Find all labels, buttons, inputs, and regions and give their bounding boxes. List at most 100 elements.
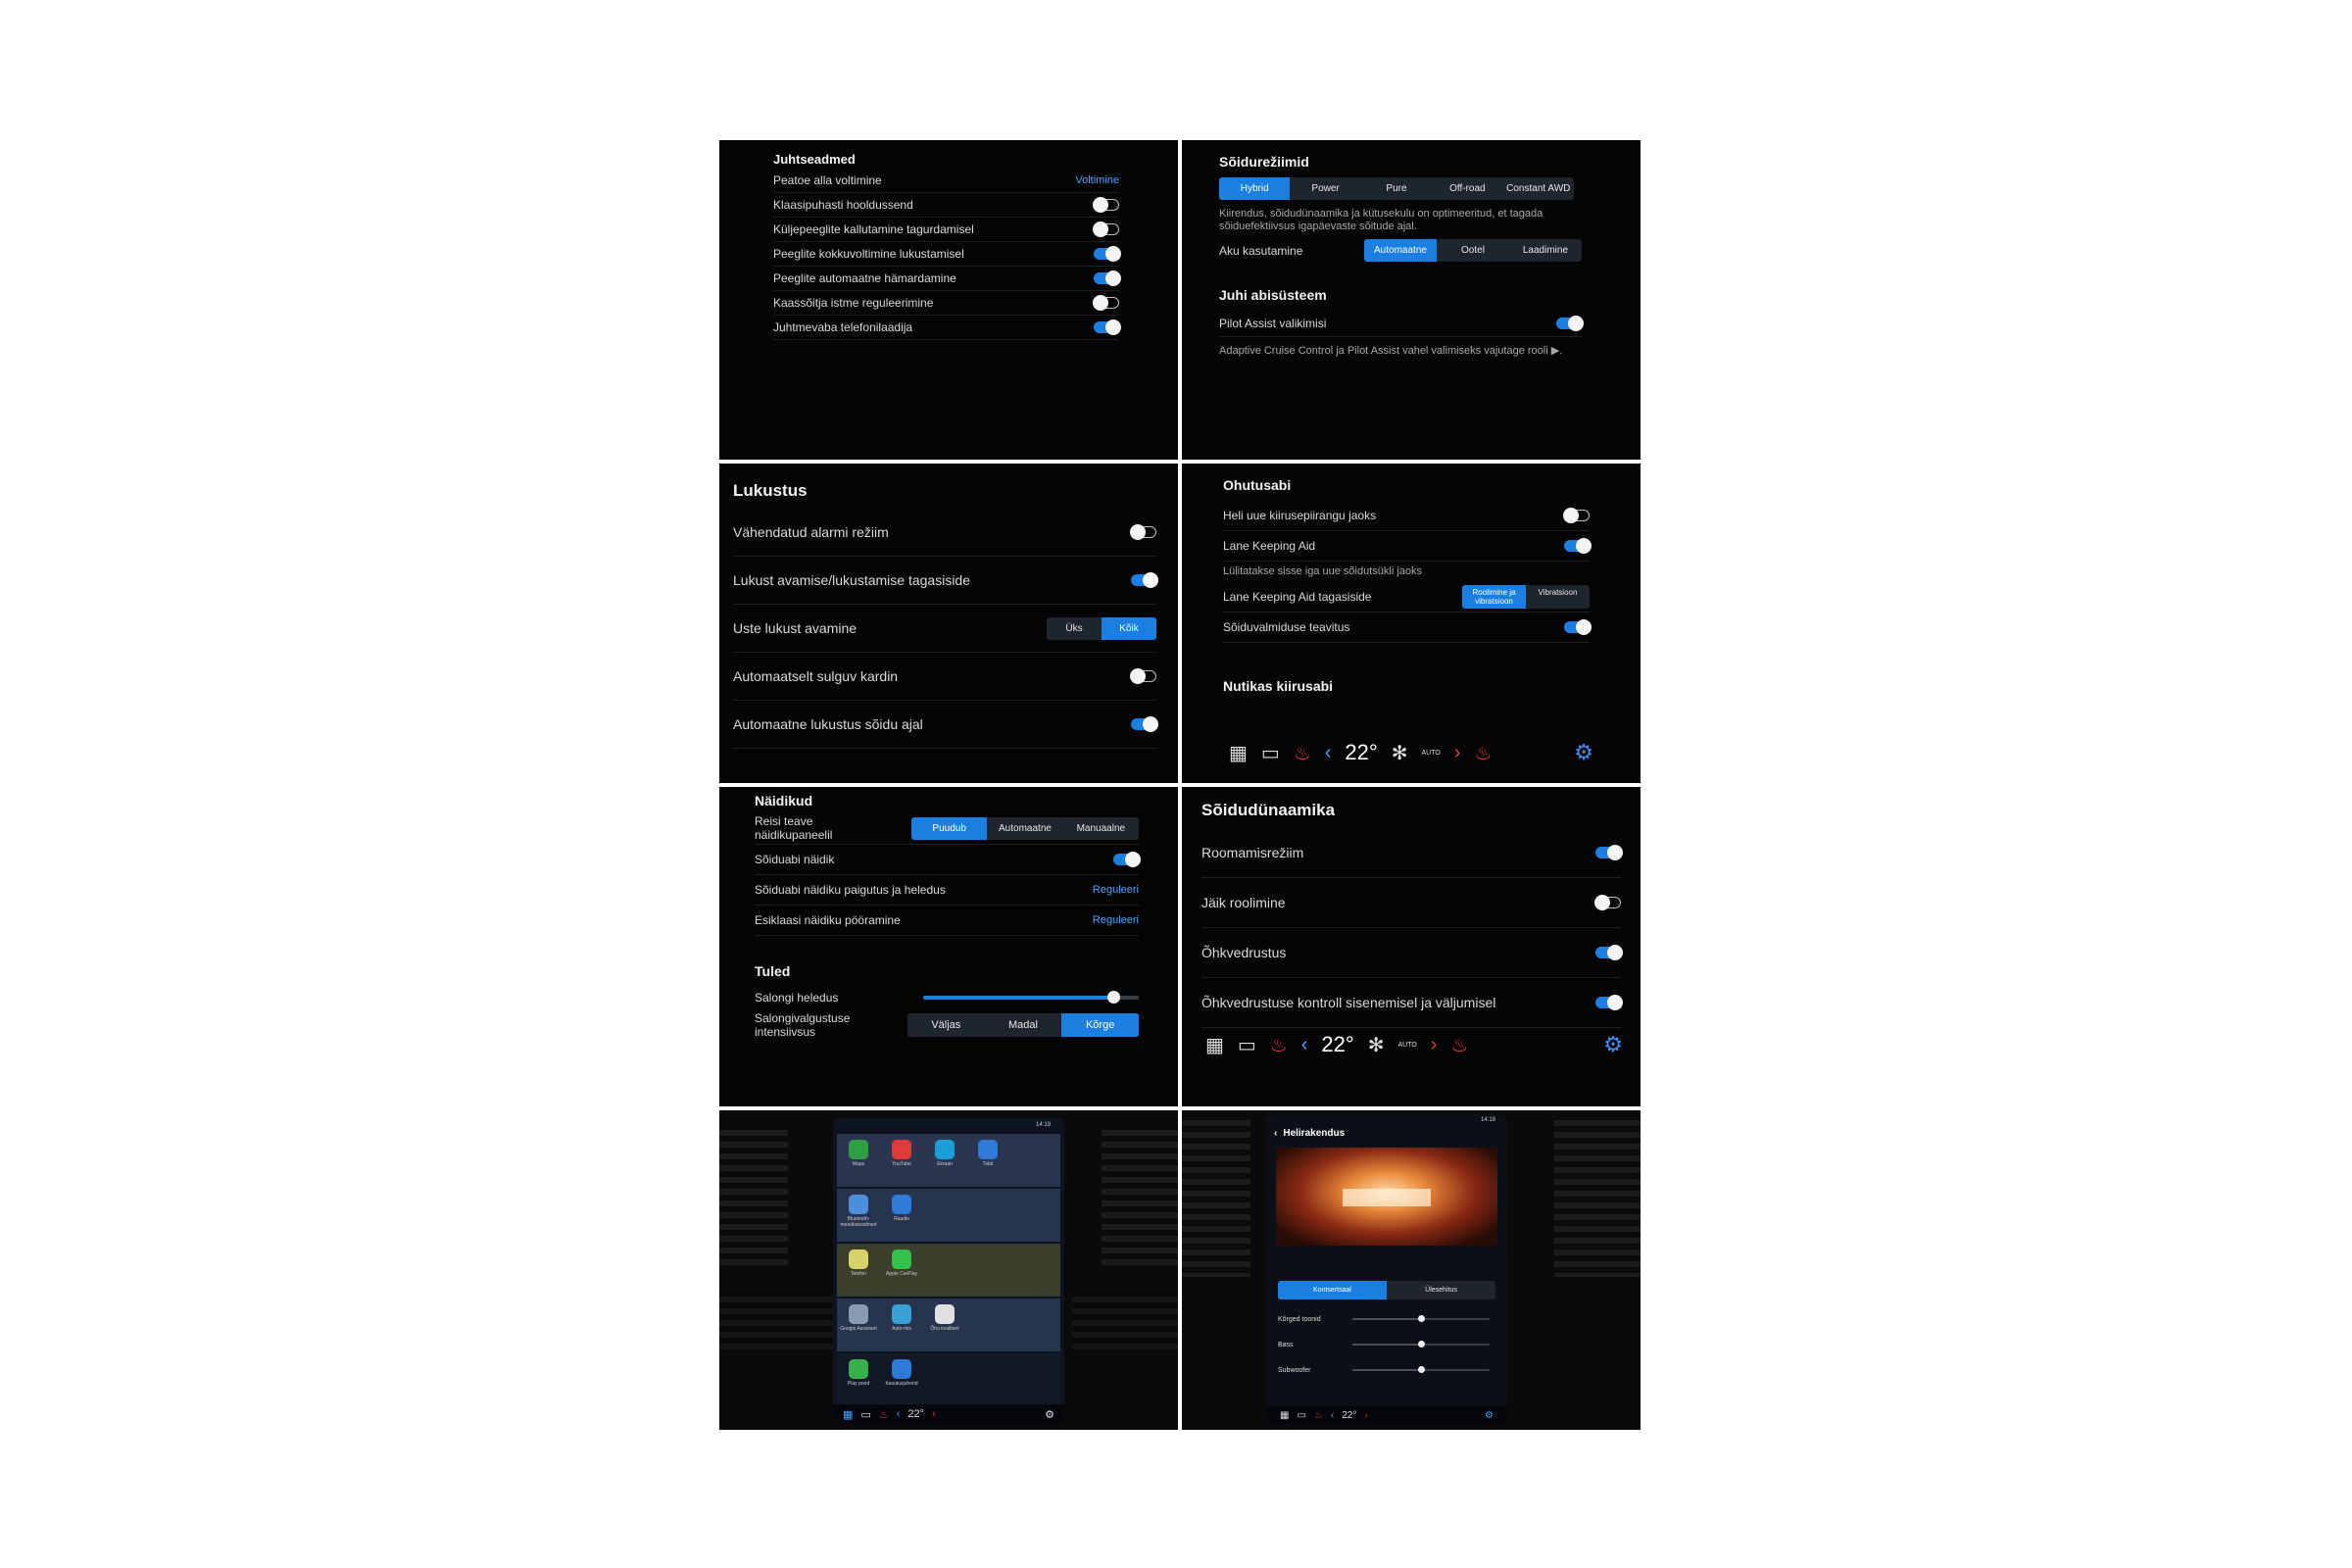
- toggle-on[interactable]: [1094, 319, 1121, 335]
- chevron-right-icon[interactable]: ›: [932, 1408, 936, 1420]
- setting-link[interactable]: Reguleeri: [1092, 884, 1139, 896]
- temperature[interactable]: 22°: [1321, 1032, 1354, 1056]
- app-icon[interactable]: [978, 1140, 998, 1159]
- toggle-on[interactable]: [1595, 945, 1623, 960]
- toggle-on[interactable]: [1564, 619, 1592, 635]
- app-icon[interactable]: [892, 1304, 911, 1324]
- setting-row[interactable]: Lane Keeping Aid: [1223, 531, 1592, 562]
- app-icon[interactable]: [935, 1140, 955, 1159]
- gear-icon[interactable]: ⚙: [1485, 1409, 1494, 1421]
- setting-row[interactable]: Sõiduabi näidik: [755, 845, 1141, 875]
- setting-row[interactable]: Roomamisrežiim: [1201, 828, 1623, 878]
- camera-icon[interactable]: ▭: [1260, 742, 1280, 764]
- segment-option[interactable]: Roolimine ja vibratsioon: [1462, 585, 1526, 609]
- app-icon[interactable]: [849, 1304, 868, 1324]
- app-icon[interactable]: [892, 1359, 911, 1379]
- app-icon[interactable]: [849, 1250, 868, 1269]
- camera-icon[interactable]: ▭: [1237, 1034, 1256, 1056]
- intensity-selector[interactable]: Väljas Madal Kõrge: [907, 1013, 1139, 1037]
- chevron-right-icon[interactable]: ›: [1453, 741, 1461, 763]
- segment-option[interactable]: Off-road: [1449, 183, 1486, 194]
- setting-row[interactable]: Vähendatud alarmi režiim: [733, 509, 1156, 557]
- app-icon[interactable]: [892, 1140, 911, 1159]
- segment-option[interactable]: Automaatne: [999, 822, 1052, 834]
- gear-icon[interactable]: ⚙: [1603, 1032, 1623, 1056]
- setting-selector[interactable]: Üks Kõik: [1047, 616, 1156, 640]
- segment-option[interactable]: Kõik: [1102, 616, 1156, 640]
- setting-row[interactable]: Juhtmevaba telefonilaadija: [773, 316, 1121, 340]
- sound-slider[interactable]: [1352, 1315, 1490, 1322]
- steering-heat-icon[interactable]: ♨: [1474, 742, 1493, 764]
- toggle-off[interactable]: [1093, 197, 1119, 213]
- seat-heat-icon[interactable]: ♨: [878, 1408, 889, 1421]
- setting-row[interactable]: Sõiduvalmiduse teavitus: [1223, 612, 1592, 643]
- segment-option[interactable]: Kontsertsaal: [1278, 1281, 1387, 1299]
- toggle-off[interactable]: [1093, 221, 1119, 237]
- segment-option[interactable]: Puudub: [911, 816, 988, 840]
- back-icon[interactable]: ‹: [1274, 1128, 1278, 1139]
- grid-icon[interactable]: ▦: [843, 1408, 854, 1421]
- chevron-right-icon[interactable]: ›: [1364, 1409, 1368, 1421]
- slider-thumb[interactable]: [1418, 1341, 1425, 1348]
- setting-row[interactable]: Klaasipuhasti hooldussend: [773, 193, 1119, 218]
- chevron-left-icon[interactable]: ‹: [1330, 1409, 1335, 1421]
- setting-link[interactable]: Voltimine: [1075, 174, 1119, 186]
- setting-row[interactable]: Küljepeeglite kallutamine tagurdamisel: [773, 218, 1119, 242]
- temperature[interactable]: 22°: [1342, 1409, 1357, 1421]
- steering-heat-icon[interactable]: ♨: [1450, 1034, 1469, 1056]
- setting-row[interactable]: Heli uue kiirusepiirangu jaoks: [1223, 501, 1590, 531]
- seat-heat-icon[interactable]: ♨: [1313, 1409, 1323, 1421]
- toggle-on[interactable]: [1595, 845, 1623, 860]
- chevron-left-icon[interactable]: ‹: [896, 1408, 901, 1420]
- toggle-on[interactable]: [1094, 270, 1121, 286]
- sound-slider[interactable]: [1352, 1341, 1490, 1348]
- setting-row[interactable]: Kaassõitja istme reguleerimine: [773, 291, 1119, 316]
- seat-heat-icon[interactable]: ♨: [1293, 742, 1311, 764]
- setting-link[interactable]: Reguleeri: [1092, 914, 1139, 926]
- setting-row[interactable]: Lukust avamise/lukustamise tagasiside: [733, 557, 1158, 605]
- toggle-on[interactable]: [1131, 716, 1158, 732]
- toggle-on[interactable]: [1595, 995, 1623, 1010]
- app-icon[interactable]: [849, 1195, 868, 1214]
- setting-row[interactable]: Jäik roolimine: [1201, 878, 1621, 928]
- segment-option[interactable]: Kõrge: [1061, 1013, 1139, 1037]
- segment-option[interactable]: Üks: [1065, 622, 1083, 634]
- toggle-off[interactable]: [1130, 668, 1156, 684]
- temperature[interactable]: 22°: [907, 1408, 924, 1420]
- toggle-off[interactable]: [1563, 508, 1590, 523]
- setting-row[interactable]: Automaatselt sulguv kardin: [733, 653, 1156, 701]
- pilot-assist-toggle[interactable]: [1556, 316, 1584, 331]
- toggle-on[interactable]: [1113, 852, 1141, 867]
- gear-icon[interactable]: ⚙: [1574, 740, 1593, 764]
- segment-option[interactable]: Constant AWD: [1506, 183, 1571, 194]
- segment-option[interactable]: Väljas: [931, 1019, 961, 1031]
- grid-icon[interactable]: ▦: [1280, 1409, 1290, 1421]
- camera-icon[interactable]: ▭: [860, 1408, 871, 1421]
- toggle-off[interactable]: [1130, 524, 1156, 540]
- chevron-right-icon[interactable]: ›: [1430, 1033, 1438, 1055]
- chevron-left-icon[interactable]: ‹: [1324, 741, 1332, 763]
- setting-row[interactable]: Peeglite kokkuvoltimine lukustamisel: [773, 242, 1121, 267]
- segment-option[interactable]: Power: [1311, 183, 1340, 194]
- fan-icon[interactable]: ✻: [1367, 1034, 1385, 1056]
- brightness-slider[interactable]: [923, 991, 1139, 1004]
- seat-heat-icon[interactable]: ♨: [1269, 1034, 1288, 1056]
- slider-thumb[interactable]: [1418, 1315, 1425, 1322]
- toggle-on[interactable]: [1131, 572, 1158, 588]
- slider-thumb[interactable]: [1418, 1366, 1425, 1373]
- segment-option[interactable]: Automaatne: [1364, 239, 1437, 262]
- app-icon[interactable]: [892, 1195, 911, 1214]
- fan-icon[interactable]: ✻: [1391, 742, 1408, 764]
- temperature[interactable]: 22°: [1345, 740, 1378, 764]
- chevron-left-icon[interactable]: ‹: [1300, 1033, 1308, 1055]
- segment-option[interactable]: Laadimine: [1522, 245, 1569, 256]
- segment-option[interactable]: Madal: [1008, 1019, 1038, 1031]
